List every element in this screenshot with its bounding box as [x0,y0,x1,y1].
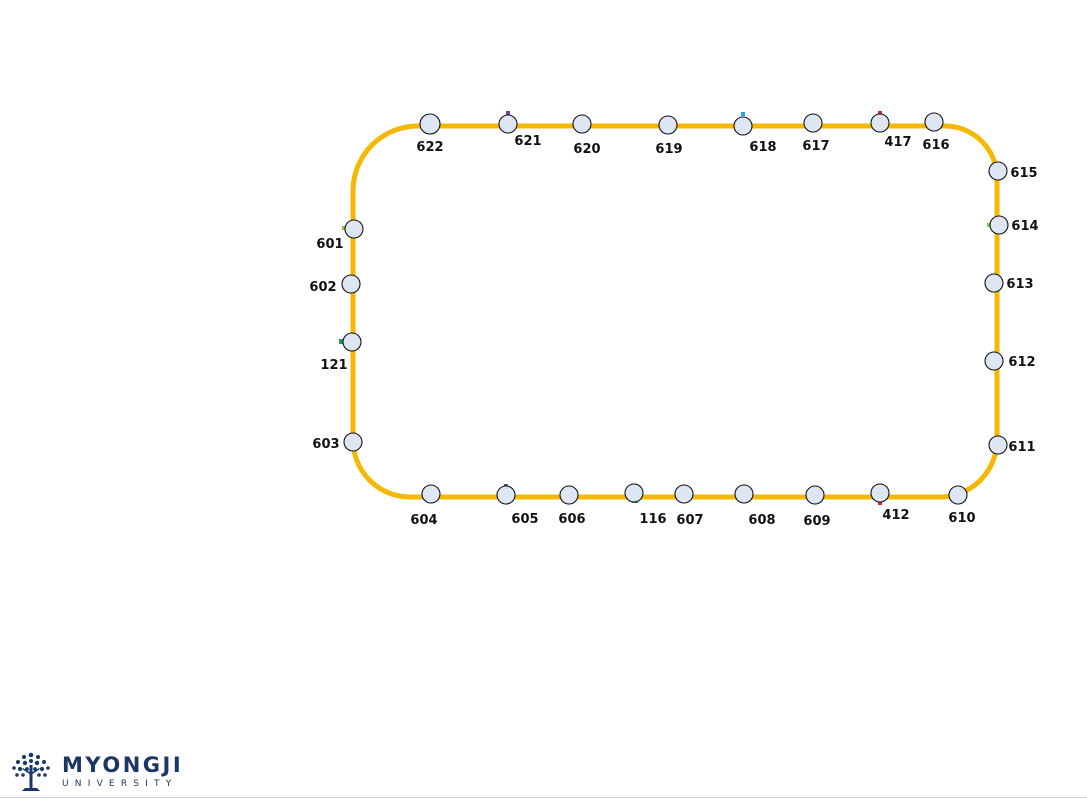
station-circle[interactable] [344,219,364,239]
station-label: 607 [676,513,703,528]
station-circle[interactable] [984,273,1004,293]
station-605[interactable]: 605 [496,485,539,527]
station-label: 601 [316,237,343,252]
station-label: 603 [312,437,339,452]
station-circle[interactable] [342,332,362,352]
station-circle[interactable] [734,484,754,504]
station-label: 609 [803,514,830,529]
station-label: 616 [922,138,949,153]
transfer-marker-601 [342,226,346,230]
station-121[interactable]: 121 [320,332,362,373]
transfer-marker-417 [878,111,882,115]
transfer-marker-412 [878,501,882,505]
station-615[interactable]: 615 [988,161,1038,181]
station-619[interactable]: 619 [655,115,683,157]
station-circle[interactable] [498,114,518,134]
station-616[interactable]: 616 [922,112,950,153]
station-412[interactable]: 412 [870,483,910,523]
station-label: 622 [416,140,443,155]
station-label: 602 [309,280,336,295]
station-circle[interactable] [870,113,890,133]
station-608[interactable]: 608 [734,484,776,528]
station-circle[interactable] [343,432,363,452]
station-label: 617 [802,139,829,154]
station-circle[interactable] [989,215,1009,235]
station-617[interactable]: 617 [802,113,830,154]
station-614[interactable]: 614 [989,215,1039,235]
transfer-marker-121 [339,339,343,344]
station-601[interactable]: 601 [316,219,364,252]
transfer-marker-614 [987,223,991,227]
station-label: 612 [1008,355,1035,370]
station-circle[interactable] [496,485,516,505]
station-label: 606 [558,512,585,527]
stations: 622 621 620 619 618 617 417 616 615 614 613 612 611 6… [309,112,1039,529]
station-circle[interactable] [341,274,361,294]
station-label: 608 [748,513,775,528]
station-label: 619 [655,142,682,157]
station-label: 613 [1006,277,1033,292]
station-circle[interactable] [674,484,694,504]
university-name: MYONGJI [62,753,184,777]
station-circle[interactable] [988,161,1008,181]
station-label: 417 [884,135,911,150]
station-circle[interactable] [870,483,890,503]
station-circle[interactable] [572,114,592,134]
station-label: 615 [1010,166,1037,181]
station-circle[interactable] [624,483,644,503]
university-logo-tree-icon [12,752,50,791]
station-circle[interactable] [988,435,1008,455]
loop-line-track [350,123,1000,500]
station-116[interactable]: 116 [624,483,667,527]
station-label: 116 [639,512,666,527]
station-613[interactable]: 613 [984,273,1034,293]
station-603[interactable]: 603 [312,432,363,452]
station-label: 605 [511,512,538,527]
station-label: 121 [320,358,347,373]
station-label: 614 [1011,219,1038,234]
station-620[interactable]: 620 [572,114,601,157]
transfer-marker-621 [506,111,510,115]
transfer-markers [339,111,991,505]
station-circle[interactable] [948,485,968,505]
station-label: 618 [749,140,776,155]
station-label: 610 [948,511,975,526]
station-circle[interactable] [658,115,678,135]
university-subtitle: UNIVERSITY [62,779,178,789]
station-circle[interactable] [984,351,1004,371]
station-label: 604 [410,513,437,528]
station-label: 412 [882,508,909,523]
station-circle[interactable] [803,113,823,133]
station-610[interactable]: 610 [948,485,976,526]
station-circle[interactable] [924,112,944,132]
station-label: 611 [1008,440,1035,455]
station-circle[interactable] [733,116,753,136]
station-602[interactable]: 602 [309,274,361,295]
station-circle[interactable] [421,484,441,504]
station-622[interactable]: 622 [416,113,444,155]
station-606[interactable]: 606 [558,485,586,527]
station-circle[interactable] [419,113,441,135]
station-612[interactable]: 612 [984,351,1036,371]
station-621[interactable]: 621 [498,114,542,149]
footer-divider [0,797,1087,798]
station-604[interactable]: 604 [410,484,441,528]
station-417[interactable]: 417 [870,113,912,150]
transfer-marker-618 [741,112,745,116]
station-611[interactable]: 611 [988,435,1036,455]
station-607[interactable]: 607 [674,484,704,528]
station-label: 621 [514,134,541,149]
station-618[interactable]: 618 [733,116,777,155]
station-label: 620 [573,142,600,157]
station-circle[interactable] [559,485,579,505]
station-609[interactable]: 609 [803,485,831,529]
station-circle[interactable] [805,485,825,505]
